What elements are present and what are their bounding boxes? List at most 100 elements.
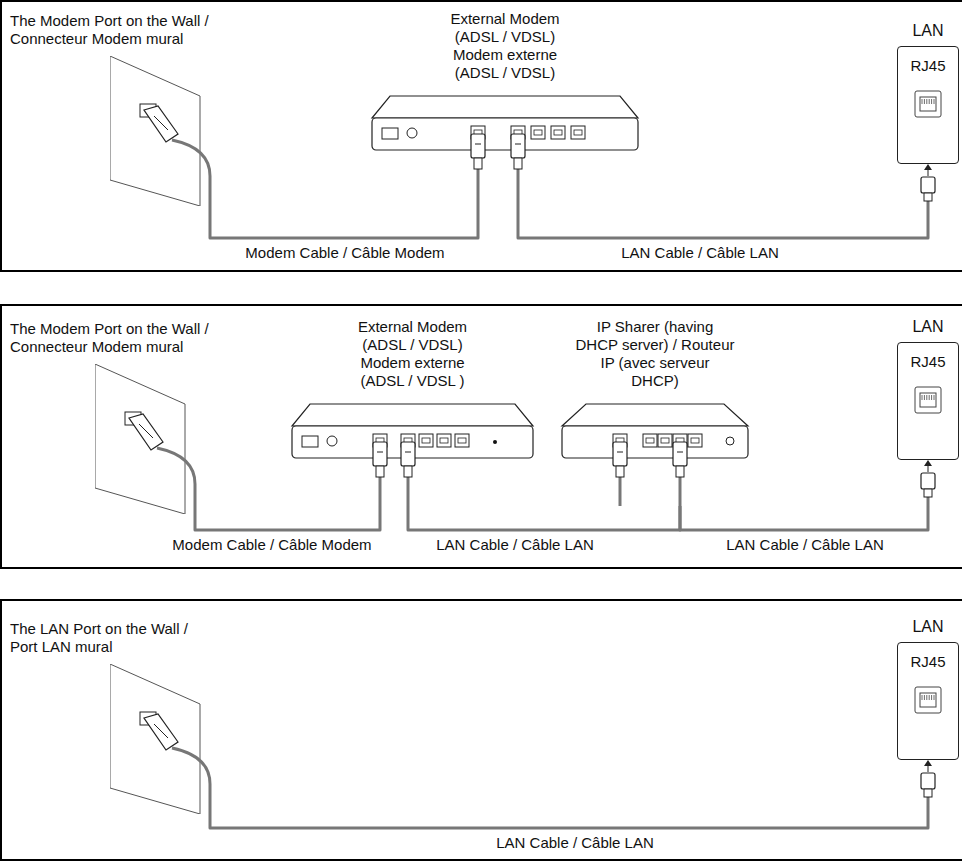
wall-port: The LAN Port on the Wall / Port LAN mura… [10,620,215,814]
jack-pin [926,99,927,104]
device-front [372,118,638,150]
cable-stub [407,476,410,506]
jack-pin [924,695,925,700]
device-illustration [290,396,535,506]
cable-stub [517,168,520,198]
plug-boot [404,466,412,477]
jack-pin [926,695,927,700]
cable-stub [679,476,682,506]
jack-icon [913,685,943,715]
cable [210,806,928,828]
jack-icon [913,385,943,415]
port-type: RJ45 [898,57,958,75]
port-slot [574,130,582,135]
rj45-plug [471,134,485,158]
cable-stub [477,168,480,198]
port-slot [661,438,669,443]
cable-label: LAN Cable / Câble LAN [493,834,657,852]
jack-pin [931,395,932,400]
modem-cable-stub [172,140,210,206]
network-device: External Modem (ADSL / VDSL) Modem exter… [370,10,640,198]
cable-label: LAN Cable / Câble LAN [618,244,782,262]
wall-illustration [95,364,205,514]
jack-opening [920,693,936,707]
wall-plane [95,364,185,514]
jack-pin [934,99,935,104]
jack-pin [931,99,932,104]
plug-tab [475,144,481,145]
wall-label: The LAN Port on the Wall / Port LAN mura… [10,620,215,656]
jack-pin [929,99,930,104]
port-slot [691,438,699,443]
port-slot [646,438,654,443]
jack-pin [922,395,923,400]
network-device: External Modem (ADSL / VDSL) Modem exter… [290,318,535,506]
modem-cable-stub [157,448,195,514]
port-slot [554,130,562,135]
cable-label: LAN Cable / Câble LAN [723,536,887,554]
jack-pin [934,395,935,400]
ethernet-port [437,434,451,447]
jack-opening [920,393,936,407]
modem-cable-stub [172,748,210,814]
plug-boot [376,466,384,477]
power-switch [302,436,318,447]
plug-tab [677,452,683,453]
device-top [372,96,638,118]
jack-opening [920,97,936,111]
port-slot [440,438,448,443]
jack-pin [931,695,932,700]
rj45-plug [511,134,525,158]
device-label: External Modem (ADSL / VDSL) Modem exter… [352,318,474,390]
insert-arrowhead [924,760,932,766]
rj45-plug [921,773,935,789]
cable [408,506,680,530]
cable-plug [144,106,178,142]
jack-pin [924,395,925,400]
port-slot [422,438,430,443]
device-top [292,404,533,426]
port-type: RJ45 [898,353,958,371]
jack-pin [929,395,930,400]
cable [210,198,478,238]
plug-boot [924,193,932,201]
cable-label: Modem Cable / Câble Modem [169,536,374,554]
power-jack [327,436,337,446]
device-label: External Modem (ADSL / VDSL) Modem exter… [444,10,566,82]
plug-tab [154,724,168,738]
port-type: RJ45 [898,653,958,671]
rj45-plug [921,177,935,193]
ethernet-port [571,126,585,139]
wall-plane [110,664,200,814]
lan-port-box: LANRJ45 [897,22,959,210]
rj45-plug [613,442,627,466]
device-top [562,404,748,426]
power-jack [407,128,417,138]
plug-boot [924,789,932,797]
ethernet-port [688,434,702,447]
rj45-plug [921,473,935,489]
jack-icon [913,89,943,119]
plug-boot [514,158,522,169]
plug-boot [616,466,624,477]
device-illustration [560,396,750,506]
wall-label: The Modem Port on the Wall / Connecteur … [10,12,250,48]
plug-tab [405,452,411,453]
rj45-plug [673,442,687,466]
cable-label: Modem Cable / Câble Modem [242,244,447,262]
wall-plane [110,56,200,206]
jack-pin [922,695,923,700]
plug-tab [154,116,168,130]
cable [195,506,380,530]
plug-tab [617,452,623,453]
cable-label: LAN Cable / Câble LAN [433,536,597,554]
rj45-plug [373,442,387,466]
ethernet-port [643,434,657,447]
power-jack [726,437,734,445]
plug-tab [377,452,383,453]
wall-label: The Modem Port on the Wall / Connecteur … [10,320,250,356]
ethernet-port [658,434,672,447]
lan-box: RJ45 [897,46,959,164]
lan-port-box: LANRJ45 [897,318,959,506]
